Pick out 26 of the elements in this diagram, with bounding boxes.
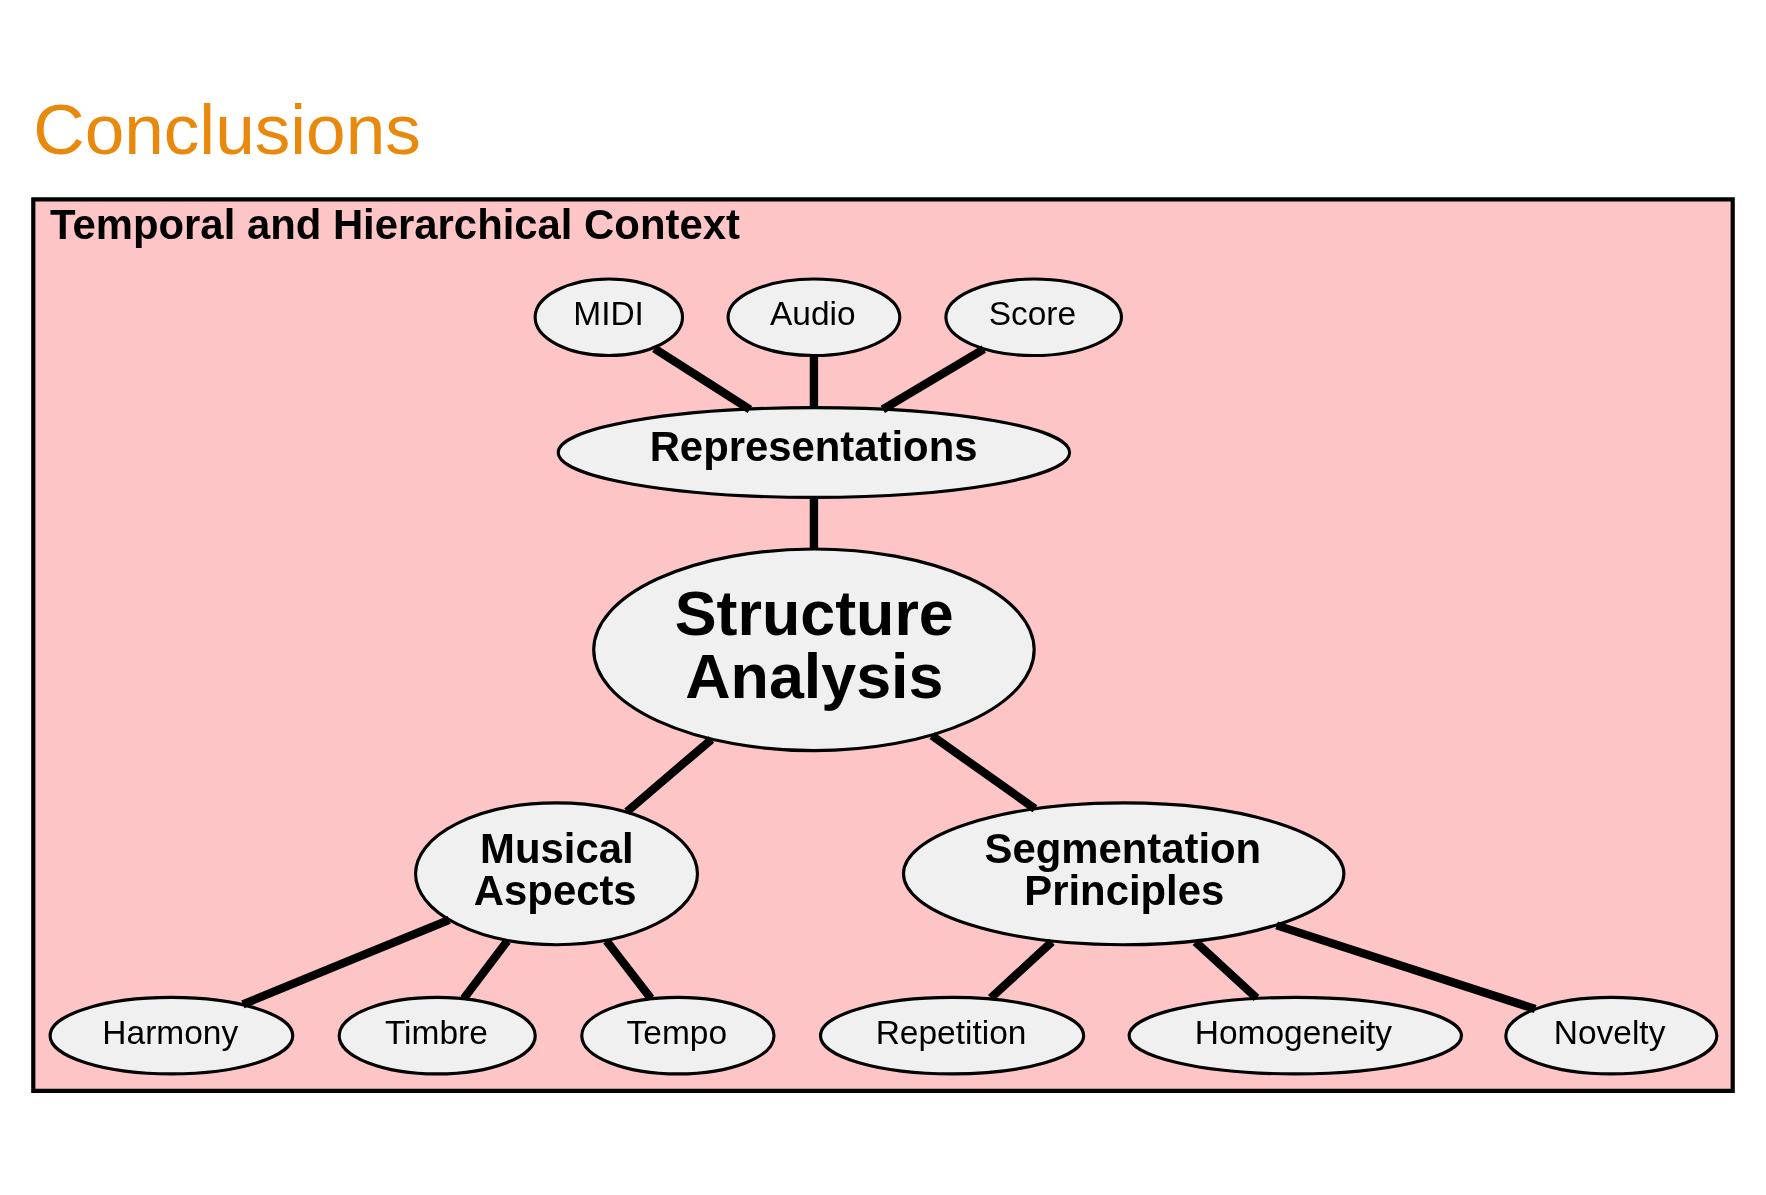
node-ellipse: Musical Aspects — [414, 800, 700, 946]
node-ellipse: Novelty — [1504, 995, 1719, 1075]
node-ellipse: Segmentation Principles — [901, 800, 1346, 946]
node-ellipse: Timbre — [337, 995, 537, 1075]
node-ellipse: MIDI — [533, 277, 685, 357]
node-ellipse: Homogeneity — [1127, 995, 1463, 1075]
connector — [460, 937, 511, 1001]
connector — [809, 355, 819, 408]
node-ellipse: Harmony — [48, 995, 295, 1075]
node-ellipse: Repetition — [818, 995, 1086, 1075]
node-ellipse: Structure Analysis — [592, 546, 1036, 752]
connector — [987, 938, 1055, 1001]
connector — [624, 735, 715, 815]
node-ellipse: Representations — [556, 405, 1072, 499]
connector — [809, 496, 819, 549]
connector — [603, 937, 655, 1001]
node-ellipse: Tempo — [580, 995, 776, 1075]
connector — [652, 344, 753, 413]
connector — [1192, 938, 1260, 1001]
node-ellipse: Audio — [726, 277, 902, 357]
diagram-title: Conclusions — [33, 89, 421, 169]
connector — [929, 731, 1038, 812]
connector — [241, 915, 451, 1008]
node-ellipse: Score — [944, 277, 1124, 357]
connector — [880, 345, 986, 413]
connector — [1275, 920, 1537, 1013]
